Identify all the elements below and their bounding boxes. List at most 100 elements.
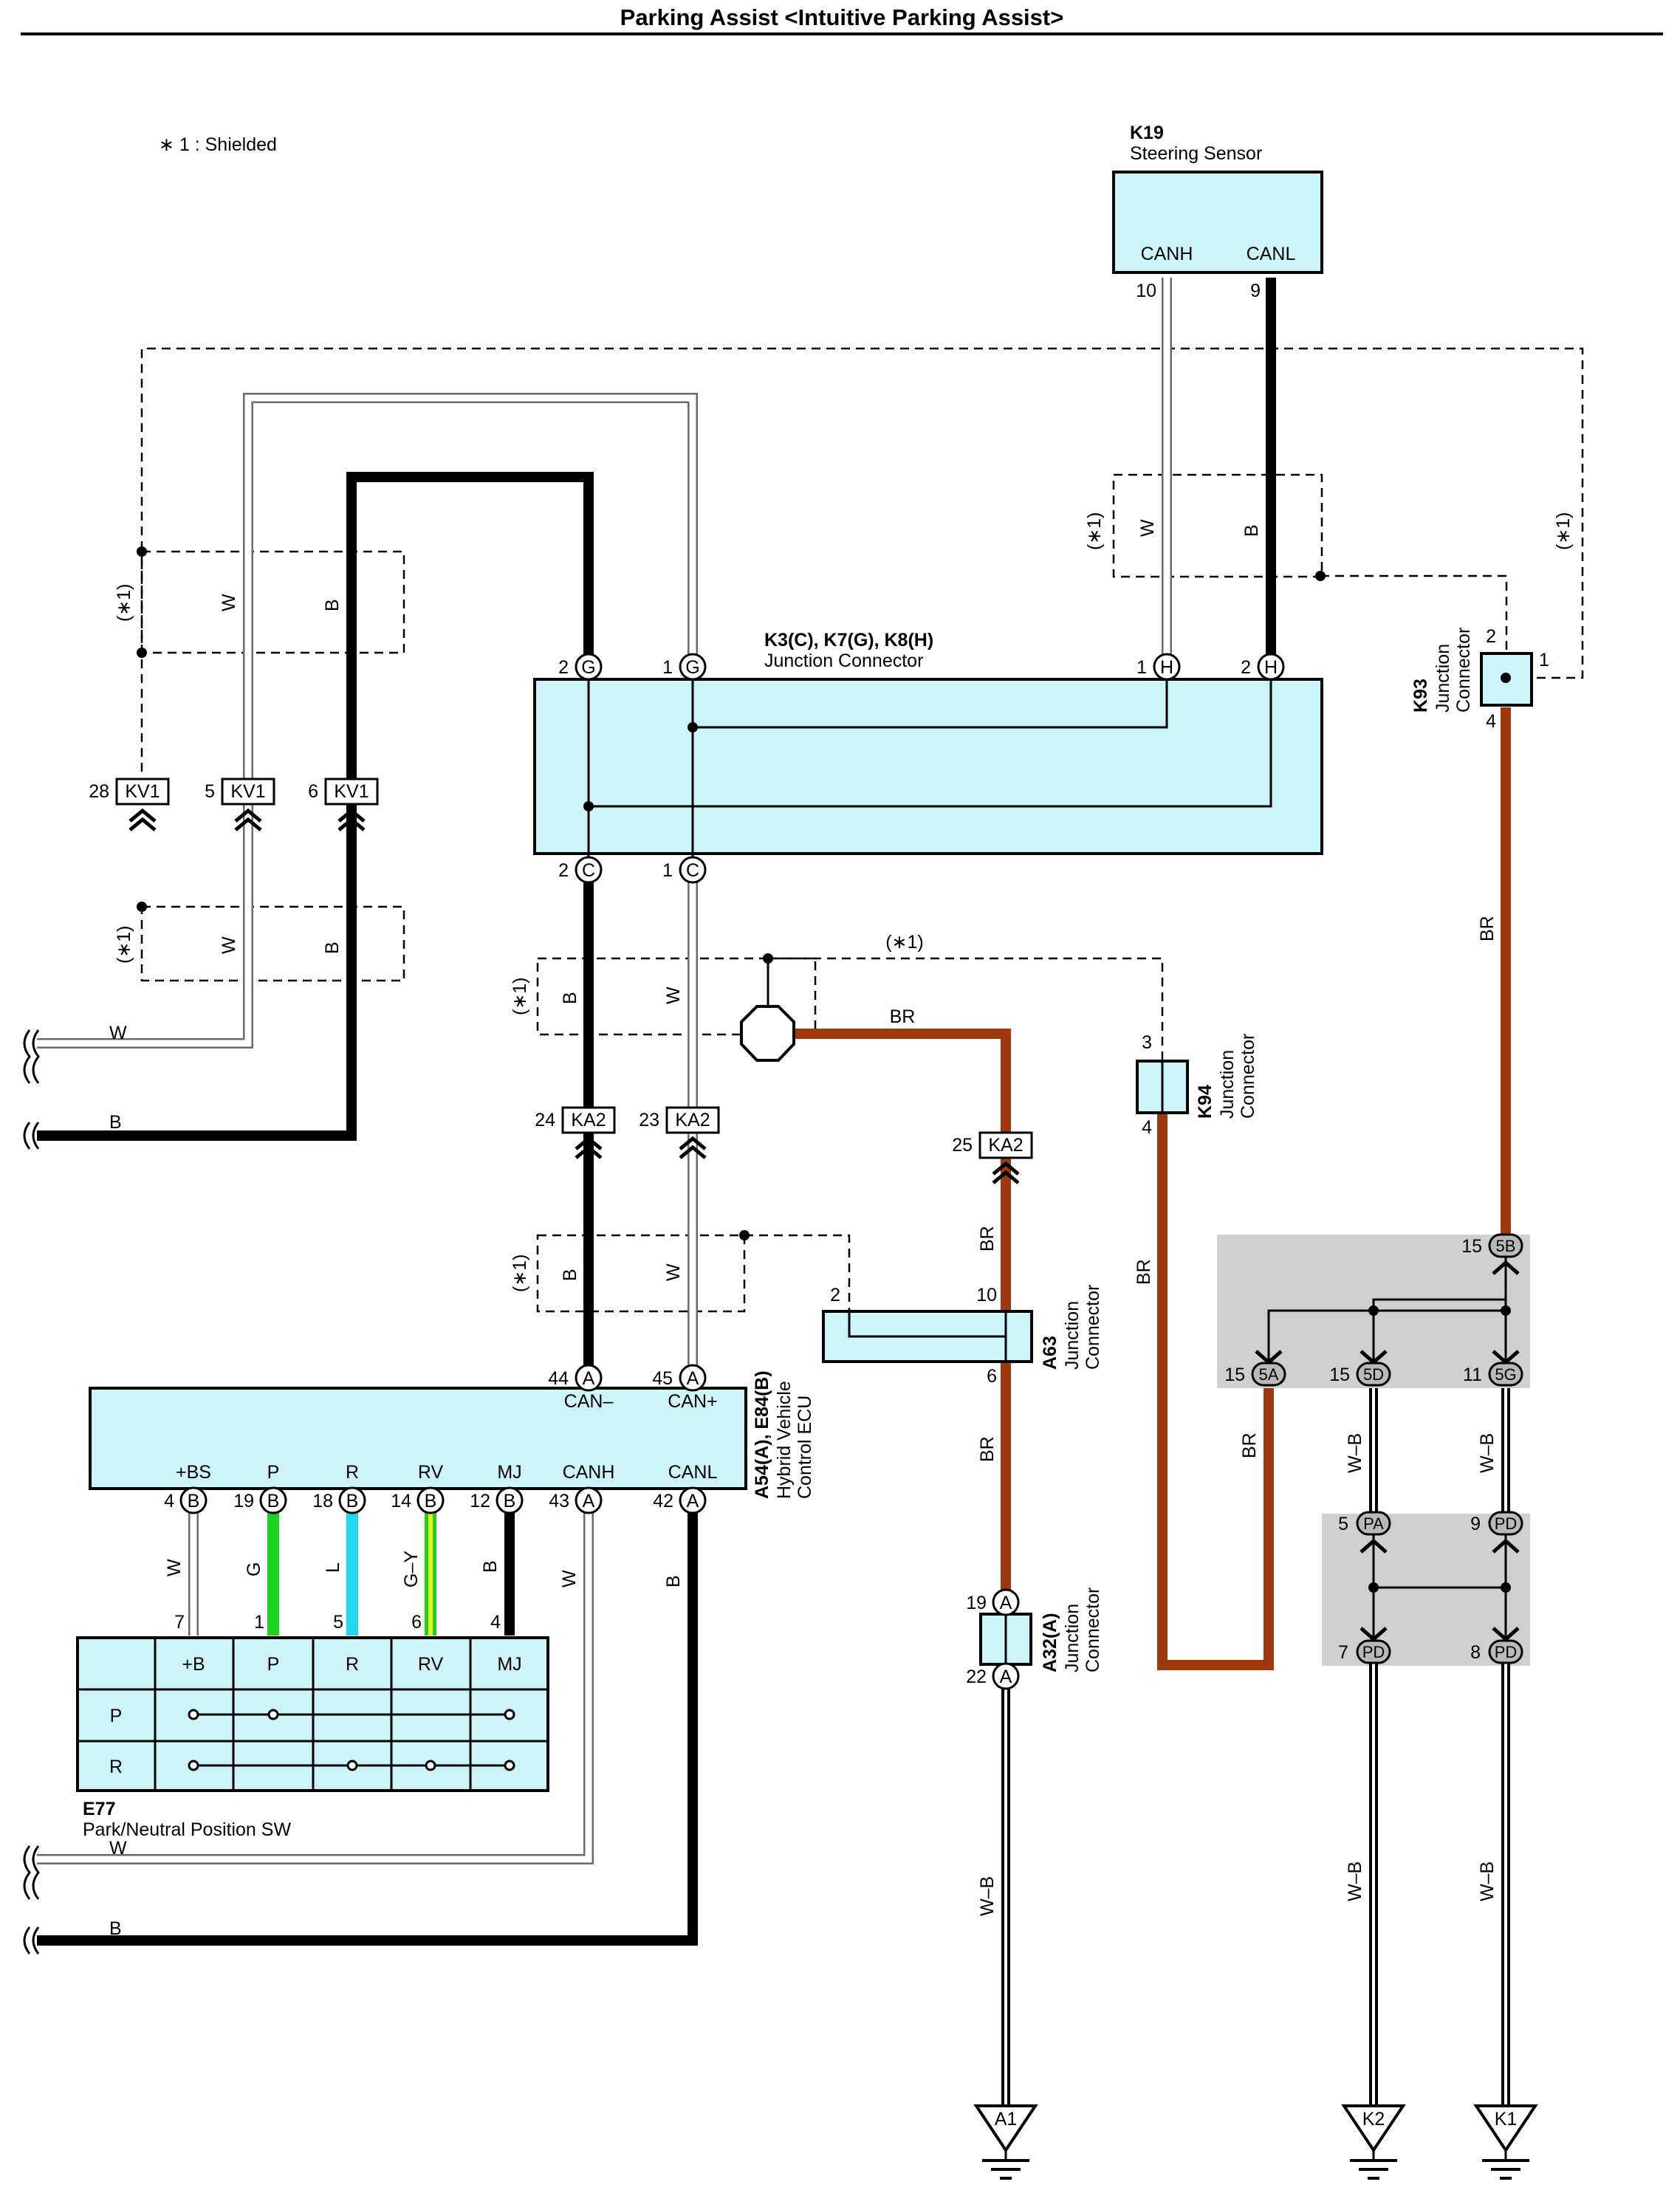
ecu-pin-r-num: 18 bbox=[312, 1491, 333, 1511]
ecu-pin-bs bbox=[179, 1486, 208, 1514]
jb-5g-pin: 11 bbox=[1463, 1365, 1482, 1385]
k3-pin-c2 bbox=[575, 856, 603, 884]
junction-connector-k3 bbox=[533, 678, 1323, 855]
ground-k2: K2 bbox=[1341, 2104, 1406, 2180]
wire-label: B bbox=[1241, 524, 1262, 537]
jb-5a-name: 5A bbox=[1259, 1365, 1279, 1384]
wire-label: W bbox=[559, 1570, 580, 1588]
ka2-25-pin: 25 bbox=[952, 1135, 973, 1156]
kv1-28-name: KV1 bbox=[125, 781, 160, 802]
ecu-label-canl: CANL bbox=[668, 1462, 718, 1483]
junction-block-upper-internals: 5B 15 5A 15 5D 15 5G 11 bbox=[1224, 1233, 1523, 1387]
ka2-23-pin: 23 bbox=[639, 1110, 659, 1130]
jb-pa-pin: 5 bbox=[1338, 1514, 1348, 1534]
ecu-pin-45 bbox=[679, 1364, 707, 1392]
jb-5b-pin: 15 bbox=[1461, 1236, 1482, 1257]
wire-label: BR bbox=[977, 1436, 998, 1462]
e77-col-r: R bbox=[346, 1654, 359, 1675]
kv1-6 bbox=[324, 778, 379, 806]
a63-name2: Connector bbox=[1083, 1285, 1103, 1370]
junction-block-lower bbox=[1322, 1514, 1530, 1666]
wire-label: BR bbox=[1239, 1432, 1260, 1458]
ecu-label-rv: RV bbox=[418, 1462, 444, 1483]
wire-w-canh bbox=[37, 1500, 594, 1864]
jb-pd8-name: PD bbox=[1495, 1643, 1518, 1661]
k94-name2: Connector bbox=[1238, 1034, 1258, 1119]
k94-code: K94 bbox=[1195, 1085, 1216, 1119]
k93-pin-2: 2 bbox=[1486, 626, 1496, 647]
jb-pa bbox=[1356, 1511, 1391, 1536]
k3-pin-g1 bbox=[679, 653, 707, 681]
wire-label: L bbox=[323, 1562, 343, 1573]
wire-label: W bbox=[219, 594, 239, 611]
jb-5a bbox=[1251, 1362, 1286, 1387]
wire-label: B bbox=[560, 992, 580, 1004]
ecu-pin-44-letter: A bbox=[583, 1368, 595, 1389]
wire-label: W–B bbox=[1477, 1433, 1498, 1473]
jb-pd9-pin: 9 bbox=[1470, 1514, 1481, 1534]
steering-sensor bbox=[1112, 171, 1323, 274]
jb-5g bbox=[1488, 1362, 1523, 1387]
a63-internal bbox=[848, 1311, 1006, 1338]
a32-code: A32(A) bbox=[1040, 1613, 1060, 1672]
ecu-pin-bs-letter: B bbox=[188, 1491, 200, 1511]
ecu-bottom-pins: +BS P R RV MJ CANH CANL B B B B B A A 4 … bbox=[164, 1462, 718, 1514]
a32-name1: Junction bbox=[1062, 1604, 1083, 1672]
jb-pd9 bbox=[1488, 1511, 1523, 1536]
k94-pin-3: 3 bbox=[1142, 1032, 1152, 1053]
k3-pin-h2 bbox=[1257, 653, 1285, 681]
k3-pin-g2 bbox=[575, 653, 603, 681]
a32-pin-19-letter: A bbox=[1000, 1593, 1012, 1613]
ecu-pin-r-letter: B bbox=[346, 1491, 359, 1511]
ecu-pin-canh-num: 43 bbox=[549, 1491, 569, 1511]
k19-name: Steering Sensor bbox=[1130, 143, 1262, 164]
wire-label: W bbox=[164, 1559, 185, 1576]
ecu-pin-canl-letter: A bbox=[687, 1491, 699, 1511]
k3-internal-lines bbox=[587, 678, 1272, 857]
k3-pin-h2-letter: H bbox=[1264, 657, 1278, 678]
a63-pin-6: 6 bbox=[987, 1366, 997, 1387]
wire-label: B bbox=[480, 1560, 501, 1573]
shield-lines bbox=[140, 347, 1584, 1325]
wire-label: B bbox=[560, 1269, 580, 1281]
ecu-pin-45-letter: A bbox=[687, 1368, 699, 1389]
shield-mark: (∗1) bbox=[114, 583, 134, 622]
k3-pin-h1-num: 1 bbox=[1136, 657, 1147, 678]
a63-name1: Junction bbox=[1062, 1301, 1083, 1370]
park-neutral-position-switch: +B P R RV MJ P R 7 1 5 6 4 E77 Park/Neut… bbox=[76, 1612, 549, 1840]
e77-col-mj: MJ bbox=[497, 1654, 521, 1675]
ecu-pin-r bbox=[338, 1486, 366, 1514]
k3-name: Junction Connector bbox=[764, 651, 923, 671]
wire-b-canl bbox=[37, 1500, 698, 1946]
k93-name2: Connector bbox=[1453, 628, 1474, 713]
ecu-label-r: R bbox=[346, 1462, 359, 1483]
shield-mark: (∗1) bbox=[1553, 512, 1574, 550]
shield-mark: (∗1) bbox=[885, 932, 924, 953]
a63-pin-10: 10 bbox=[976, 1285, 997, 1305]
ecu-pin-rv bbox=[416, 1486, 445, 1514]
k93-pin-1: 1 bbox=[1539, 650, 1549, 670]
wire-label: W–B bbox=[1477, 1861, 1498, 1901]
ecu-label-bs: +BS bbox=[176, 1462, 211, 1483]
e77-col-p: P bbox=[267, 1654, 280, 1675]
k19-pin-9: 9 bbox=[1250, 281, 1261, 301]
k3-code: K3(C), K7(G), K8(H) bbox=[764, 630, 933, 651]
ecu-pin-bs-num: 4 bbox=[164, 1491, 174, 1511]
wire-label: W bbox=[219, 936, 239, 954]
kv1-5 bbox=[221, 778, 275, 806]
splice-dot bbox=[688, 722, 698, 732]
ecu-pin-44 bbox=[575, 1364, 603, 1392]
jb-pd7-pin: 7 bbox=[1338, 1642, 1348, 1663]
k3-pin-g2-num: 2 bbox=[558, 657, 569, 678]
splice-dot bbox=[763, 953, 773, 964]
ecu-pin-rv-letter: B bbox=[425, 1491, 437, 1511]
shield-mark: (∗1) bbox=[114, 925, 134, 964]
kv1-28-pin: 28 bbox=[89, 781, 109, 802]
wire-label: B bbox=[109, 1112, 122, 1133]
k93-code: K93 bbox=[1410, 679, 1431, 713]
wire-label: B bbox=[322, 941, 343, 954]
jb-5d bbox=[1356, 1362, 1391, 1387]
jb-pd7 bbox=[1356, 1639, 1391, 1664]
k93-name1: Junction bbox=[1433, 644, 1453, 713]
wire-label: W–B bbox=[1345, 1861, 1365, 1901]
